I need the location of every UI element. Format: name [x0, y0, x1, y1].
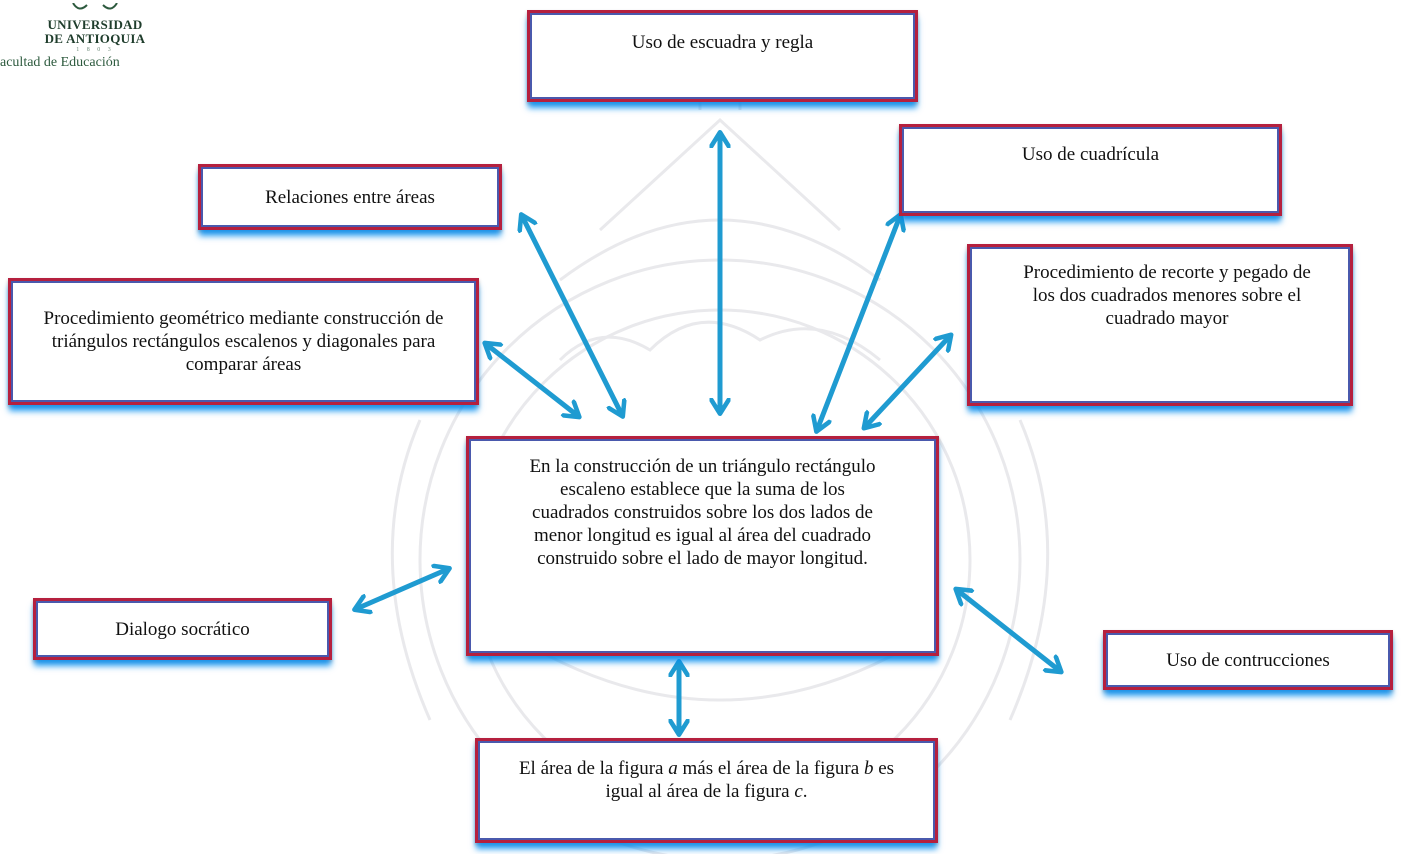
arrow-relaciones	[522, 216, 622, 415]
area-text-4: .	[802, 781, 808, 802]
node-procedimiento-recorte: Procedimiento de recorte y pegado de los…	[967, 244, 1353, 406]
node-label: Uso de cuadrícula	[1021, 144, 1160, 165]
node-uso-construcciones: Uso de contrucciones	[1103, 630, 1393, 690]
logo-line-antioquia: DE ANTIOQUIA	[44, 31, 146, 46]
logo-line-universidad: UNIVERSIDAD	[47, 17, 143, 32]
node-label: Uso de escuadra y regla	[631, 32, 814, 53]
node-procedimiento-geometrico: Procedimiento geométrico mediante constr…	[8, 278, 479, 405]
node-central-teorema: En la construcción de un triángulo rectá…	[466, 436, 939, 656]
logo-line-year: 1 8 0 3	[76, 47, 114, 53]
figure-a-label: a	[668, 758, 678, 779]
node-label: Dialogo socrático	[115, 618, 250, 640]
figure-b-label: b	[863, 758, 874, 779]
arrow-recorte	[865, 336, 950, 427]
arrow-geometrico	[486, 344, 578, 416]
arrow-cuadricula	[817, 216, 900, 430]
node-label: El área de la figura a más el área de la…	[508, 757, 905, 803]
node-label: Procedimiento de recorte y pegado de los…	[1023, 262, 1311, 329]
arrow-dialogo	[356, 569, 448, 609]
area-text-1: El área de la figura	[518, 758, 669, 779]
figure-c-label: c	[794, 781, 803, 802]
node-uso-escuadra-regla: Uso de escuadra y regla	[527, 10, 918, 102]
area-text-3: es igual al área de la figura	[605, 758, 895, 802]
node-uso-cuadricula: Uso de cuadrícula	[899, 124, 1282, 216]
arrow-construcciones	[957, 590, 1060, 671]
node-label: Uso de contrucciones	[1166, 649, 1330, 671]
node-area-figuras: El área de la figura a más el área de la…	[475, 738, 938, 843]
node-label: Procedimiento geométrico mediante constr…	[43, 308, 444, 375]
university-emblem-icon	[72, 2, 118, 10]
node-dialogo-socratico: Dialogo socrático	[33, 598, 332, 660]
node-label: En la construcción de un triángulo rectá…	[529, 456, 876, 569]
university-logo: UNIVERSIDAD DE ANTIOQUIA 1 8 0 3 acultad…	[0, 0, 190, 80]
node-relaciones-areas: Relaciones entre áreas	[198, 164, 502, 230]
area-text-2: más el área de la figura	[677, 758, 864, 779]
logo-line-faculty: acultad de Educación	[0, 55, 120, 70]
node-label: Relaciones entre áreas	[265, 186, 435, 208]
